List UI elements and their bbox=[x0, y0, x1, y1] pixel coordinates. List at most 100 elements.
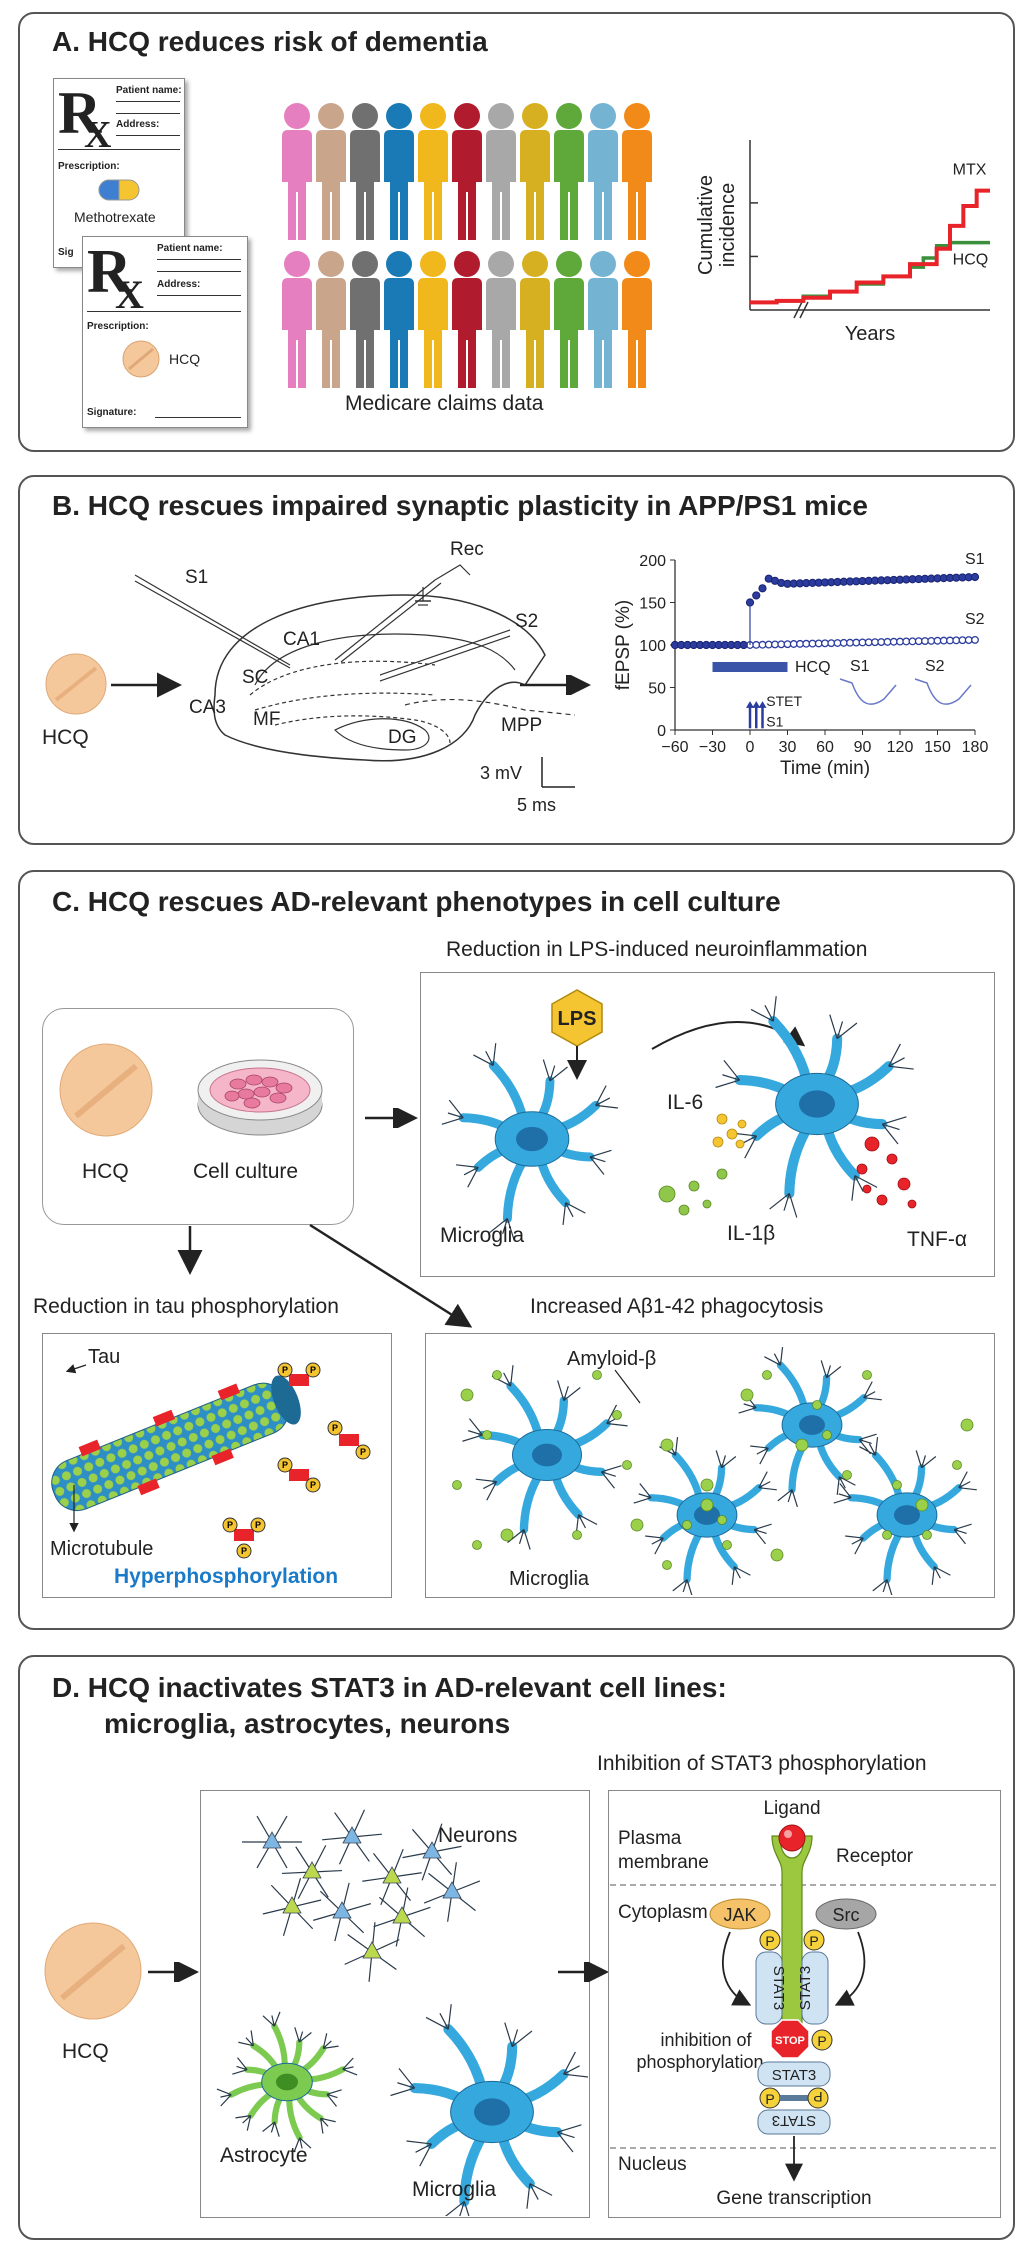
amyloid-particle bbox=[882, 1530, 892, 1540]
amyloid-particle bbox=[822, 1430, 832, 1440]
methotrexate-label: Methotrexate bbox=[74, 209, 156, 225]
jak bbox=[709, 1898, 771, 1930]
x-tick-label: −30 bbox=[699, 739, 726, 756]
lps-hexagon bbox=[551, 989, 603, 1047]
person-figure bbox=[384, 103, 414, 240]
amyloid-particle bbox=[452, 1480, 462, 1490]
data-point-s1 bbox=[752, 591, 761, 600]
svg-text:Plasma: Plasma bbox=[618, 1828, 682, 1849]
person-figure bbox=[622, 103, 652, 240]
rx-symbol-x: X bbox=[84, 114, 112, 156]
amyloid-particle bbox=[660, 1438, 674, 1452]
mf-label: MF bbox=[253, 709, 280, 730]
amyloid-particle bbox=[700, 1498, 714, 1512]
svg-text:P: P bbox=[310, 1365, 316, 1375]
astrocyte-cell bbox=[216, 2011, 358, 2153]
src bbox=[815, 1898, 877, 1930]
svg-text:Ligand: Ligand bbox=[763, 1798, 820, 1819]
svg-text:Receptor: Receptor bbox=[836, 1846, 914, 1867]
svg-text:P: P bbox=[310, 1480, 316, 1490]
person-figure bbox=[350, 251, 380, 388]
person-figure bbox=[486, 251, 516, 388]
amyloid-particle bbox=[722, 1540, 732, 1550]
person-figure bbox=[452, 251, 482, 388]
amyloid-particle bbox=[572, 1530, 582, 1540]
svg-text:STAT3: STAT3 bbox=[772, 2112, 816, 2129]
svg-text:membrane: membrane bbox=[618, 1852, 709, 1873]
x-axis-label: Time (min) bbox=[780, 758, 870, 779]
series-label-hcq: HCQ bbox=[953, 252, 989, 269]
prescription-hcq: R X Patient name: Address: Prescription:… bbox=[82, 236, 248, 428]
amyloid-particle bbox=[460, 1388, 474, 1402]
rx-symbol-x: X bbox=[115, 272, 144, 317]
amyloid-particle bbox=[592, 1370, 602, 1380]
x-tick-label: 90 bbox=[854, 739, 872, 756]
hippocampus-outline bbox=[213, 594, 546, 762]
person-figure bbox=[384, 251, 414, 388]
hcq-label: HCQ bbox=[82, 1160, 129, 1183]
svg-text:STOP: STOP bbox=[775, 2035, 805, 2047]
person-figure bbox=[282, 251, 312, 388]
trace-label: S1 bbox=[850, 658, 870, 675]
amyloid-beta-particles bbox=[452, 1370, 974, 1570]
line bbox=[116, 101, 180, 102]
sc-label: SC bbox=[242, 667, 268, 688]
amyloid-particle bbox=[842, 1470, 852, 1480]
svg-text:Gene transcription: Gene transcription bbox=[716, 2188, 871, 2209]
hcq-pill-icon bbox=[45, 653, 107, 715]
address-label: Address: bbox=[157, 279, 201, 290]
svg-text:P: P bbox=[282, 1460, 288, 1470]
prescription-label: Prescription: bbox=[58, 161, 120, 172]
svg-text:STAT3: STAT3 bbox=[797, 1966, 814, 2010]
signature-label: Signature: bbox=[87, 407, 137, 418]
person-figure bbox=[418, 251, 448, 388]
series-label-mtx: MTX bbox=[953, 162, 987, 179]
svg-text:P: P bbox=[241, 1546, 247, 1556]
rx-symbol: R bbox=[87, 238, 132, 306]
x-axis-label: Years bbox=[845, 323, 895, 345]
series-label-s1: S1 bbox=[965, 551, 985, 568]
s1-label: S1 bbox=[185, 567, 208, 588]
stet-label: STET bbox=[766, 693, 802, 709]
microglia-cell bbox=[441, 1043, 619, 1241]
person-figure bbox=[554, 103, 584, 240]
lps-box-title: Reduction in LPS-induced neuroinflammati… bbox=[446, 938, 868, 961]
hcq-bar bbox=[712, 662, 788, 672]
tau-box-title: Reduction in tau phosphorylation bbox=[33, 1295, 339, 1318]
amyloid-particle bbox=[472, 1540, 482, 1550]
electrode-s1 bbox=[134, 574, 291, 666]
series-label-s2: S2 bbox=[965, 611, 985, 628]
svg-text:P: P bbox=[809, 1933, 818, 1949]
line bbox=[157, 295, 241, 296]
x-tick-label: 0 bbox=[746, 739, 755, 756]
hippocampus-diagram: S1 Rec S2 CA1 SC CA3 MF DG MPP 3 mV bbox=[111, 539, 576, 788]
amyloid-particle bbox=[612, 1410, 622, 1420]
microglia-cell-phagocytic bbox=[633, 1437, 777, 1595]
line bbox=[155, 417, 241, 418]
hcq-bar-label: HCQ bbox=[795, 659, 831, 676]
il6-label: IL-6 bbox=[667, 1091, 703, 1114]
panel-a-title: A. HCQ reduces risk of dementia bbox=[52, 26, 488, 57]
microglia-cell bbox=[390, 2004, 588, 2216]
rx-symbol: R bbox=[58, 80, 102, 146]
hcq-label: HCQ bbox=[62, 2040, 109, 2063]
line bbox=[116, 135, 180, 136]
trace-curve bbox=[914, 678, 972, 705]
x-tick-label: 150 bbox=[924, 739, 951, 756]
trace-curve bbox=[839, 678, 897, 705]
svg-text:P: P bbox=[255, 1520, 261, 1530]
svg-text:Nucleus: Nucleus bbox=[618, 2154, 687, 2175]
amyloid-particle bbox=[482, 1430, 492, 1440]
data-point-s1 bbox=[758, 584, 767, 593]
svg-text:P: P bbox=[282, 1365, 288, 1375]
svg-text:inhibition of: inhibition of bbox=[660, 2030, 752, 2050]
svg-text:P: P bbox=[817, 2033, 826, 2049]
person-figure bbox=[282, 103, 312, 240]
svg-text:P: P bbox=[227, 1520, 233, 1530]
cell-culture-label: Cell culture bbox=[193, 1160, 299, 1183]
microglia-label: Microglia bbox=[440, 1224, 524, 1247]
svg-text:JAK: JAK bbox=[723, 1905, 756, 1925]
